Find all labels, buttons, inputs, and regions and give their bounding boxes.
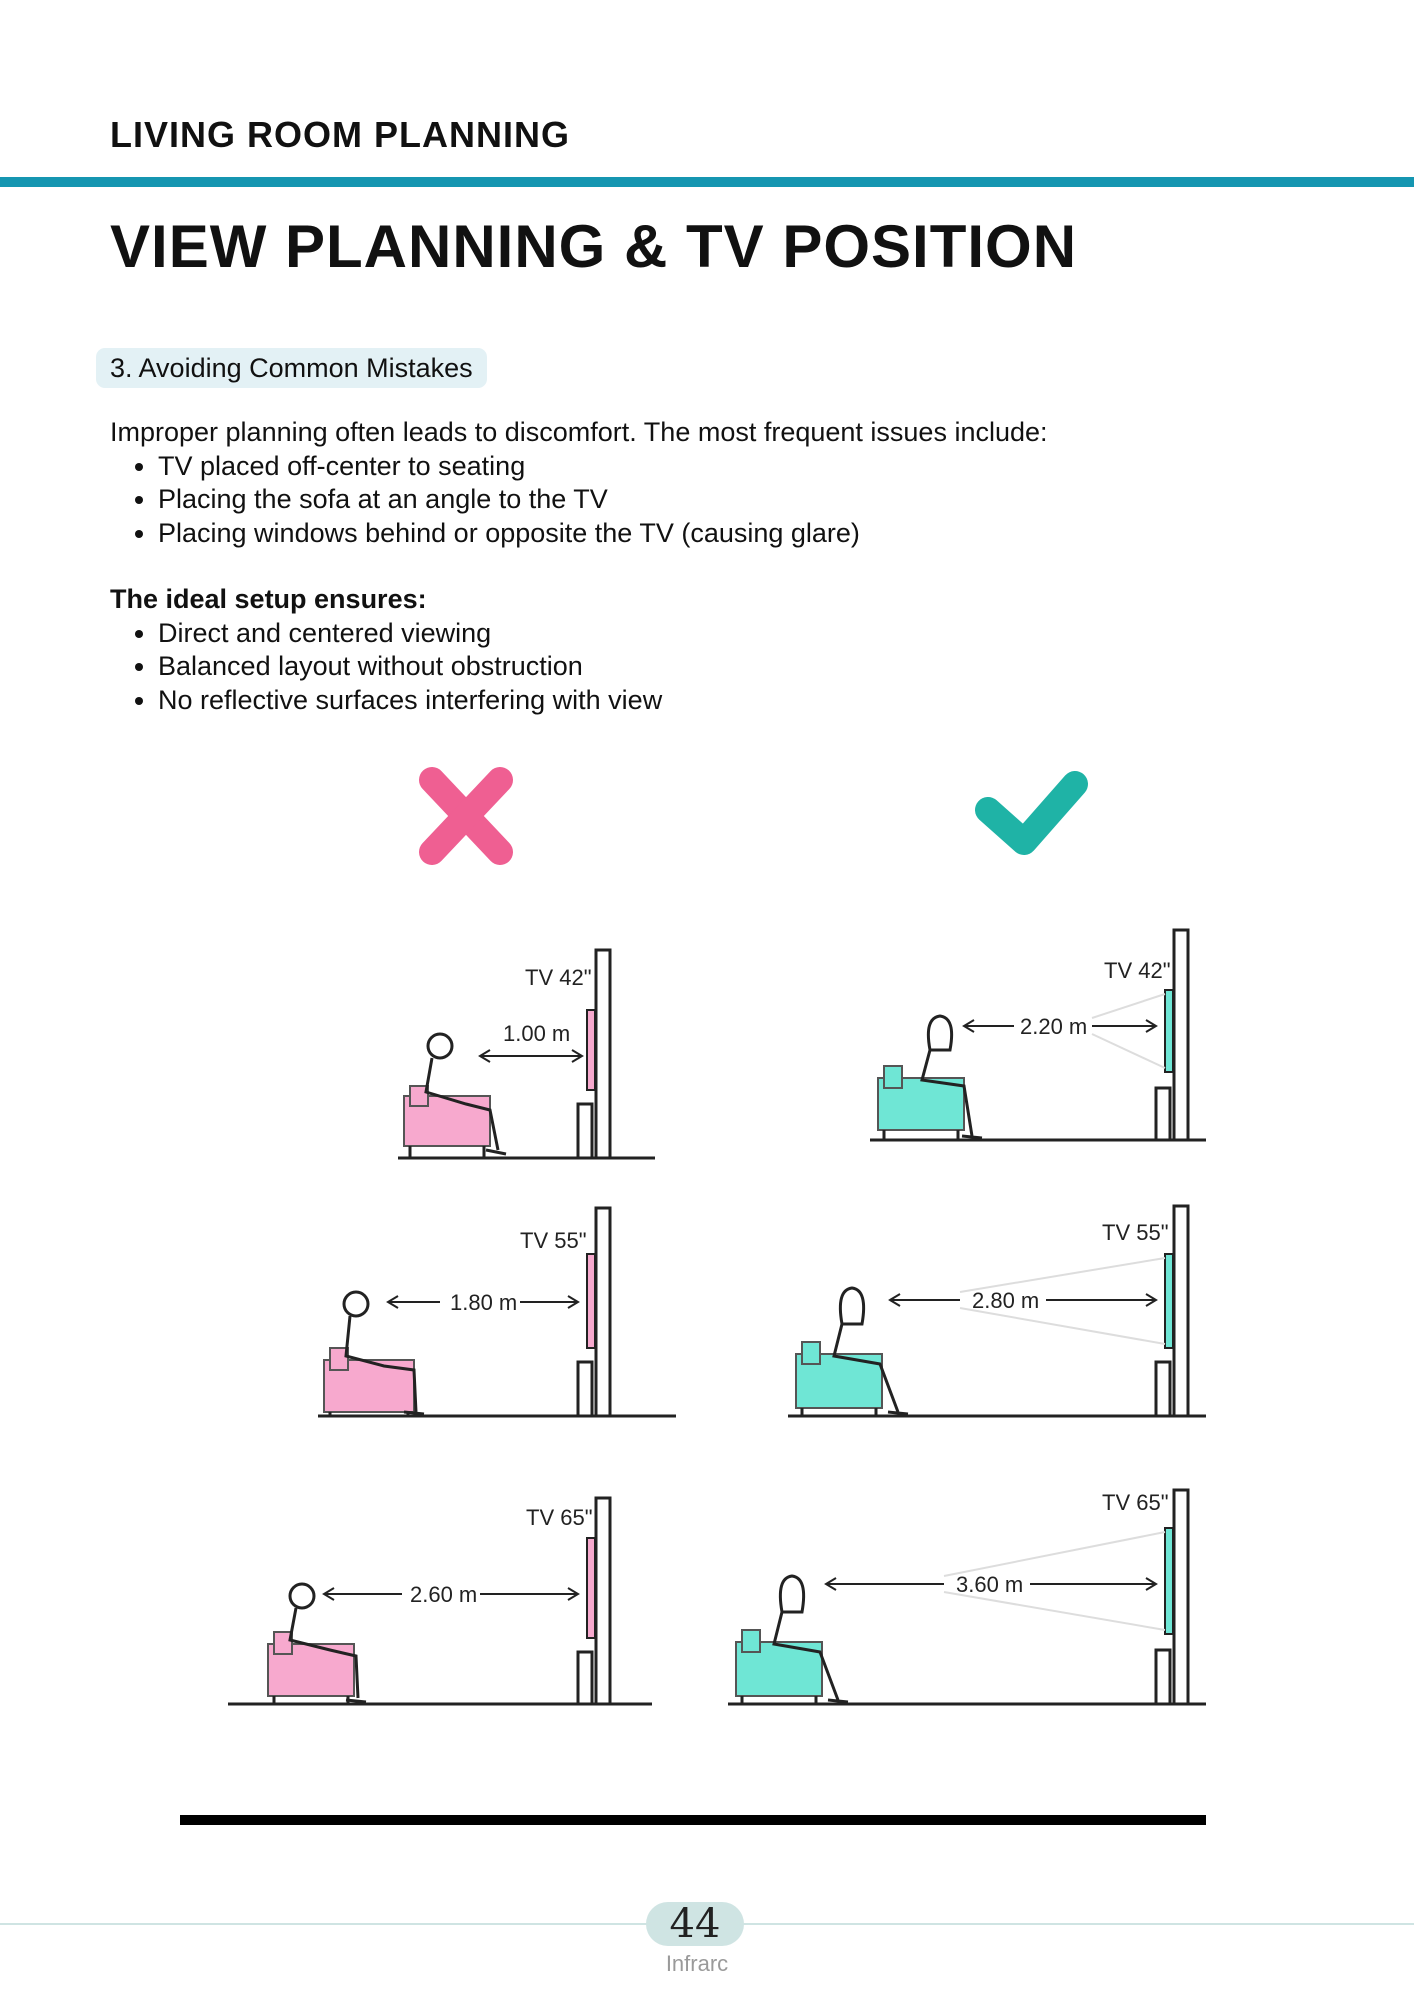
right-setup-65	[728, 1488, 1206, 1706]
list-item: No reflective surfaces interfering with …	[158, 684, 1350, 718]
tv-size-label: TV 65"	[526, 1505, 593, 1530]
intro-paragraph: Improper planning often leads to discomf…	[110, 417, 1048, 447]
wrong-setup-42	[398, 948, 655, 1160]
list-item: Placing windows behind or opposite the T…	[158, 517, 1350, 551]
wrong-setup-55	[318, 1206, 676, 1418]
page-number: 44	[646, 1902, 744, 1946]
mistakes-list: TV placed off-center to seating Placing …	[110, 450, 1350, 551]
tv-size-label: TV 55"	[520, 1228, 587, 1253]
list-item: Balanced layout without obstruction	[158, 650, 1350, 684]
checkmark-icon	[975, 771, 1088, 855]
tv-screen	[1164, 1253, 1174, 1349]
tv-screen	[586, 1009, 596, 1091]
footer-brand: Infrarc	[665, 1951, 729, 1976]
cross-icon	[419, 767, 513, 865]
right-setup-42	[870, 928, 1206, 1142]
tv-screen	[586, 1537, 596, 1639]
ideal-heading: The ideal setup ensures:	[110, 584, 427, 614]
body-text: Improper planning often leads to discomf…	[110, 416, 1350, 717]
list-item: Direct and centered viewing	[158, 617, 1350, 651]
list-item: TV placed off-center to seating	[158, 450, 1350, 484]
header-accent-bar	[0, 177, 1414, 187]
tv-screen	[586, 1253, 596, 1349]
section-tag: 3. Avoiding Common Mistakes	[96, 348, 487, 388]
right-setup-55	[788, 1204, 1206, 1418]
distance-label: 3.60 m	[956, 1572, 1023, 1597]
wrong-setup-65	[228, 1496, 652, 1706]
tv-screen	[1164, 989, 1174, 1073]
tv-size-label: TV 42"	[1104, 958, 1171, 983]
tv-size-label: TV 55"	[1102, 1220, 1169, 1245]
distance-label: 1.00 m	[503, 1021, 570, 1046]
figure-bottom-rule	[180, 1815, 1206, 1825]
tv-size-label: TV 42"	[525, 965, 592, 990]
distance-label: 1.80 m	[450, 1290, 517, 1315]
tv-size-label: TV 65"	[1102, 1490, 1169, 1515]
page-title: VIEW PLANNING & TV POSITION	[110, 213, 1078, 280]
distance-label: 2.60 m	[410, 1582, 477, 1607]
tv-screen	[1164, 1527, 1174, 1635]
section-header: LIVING ROOM PLANNING	[110, 114, 570, 155]
ideal-list: Direct and centered viewing Balanced lay…	[110, 617, 1350, 718]
distance-label: 2.80 m	[972, 1288, 1039, 1313]
distance-label: 2.20 m	[1020, 1014, 1087, 1039]
list-item: Placing the sofa at an angle to the TV	[158, 483, 1350, 517]
